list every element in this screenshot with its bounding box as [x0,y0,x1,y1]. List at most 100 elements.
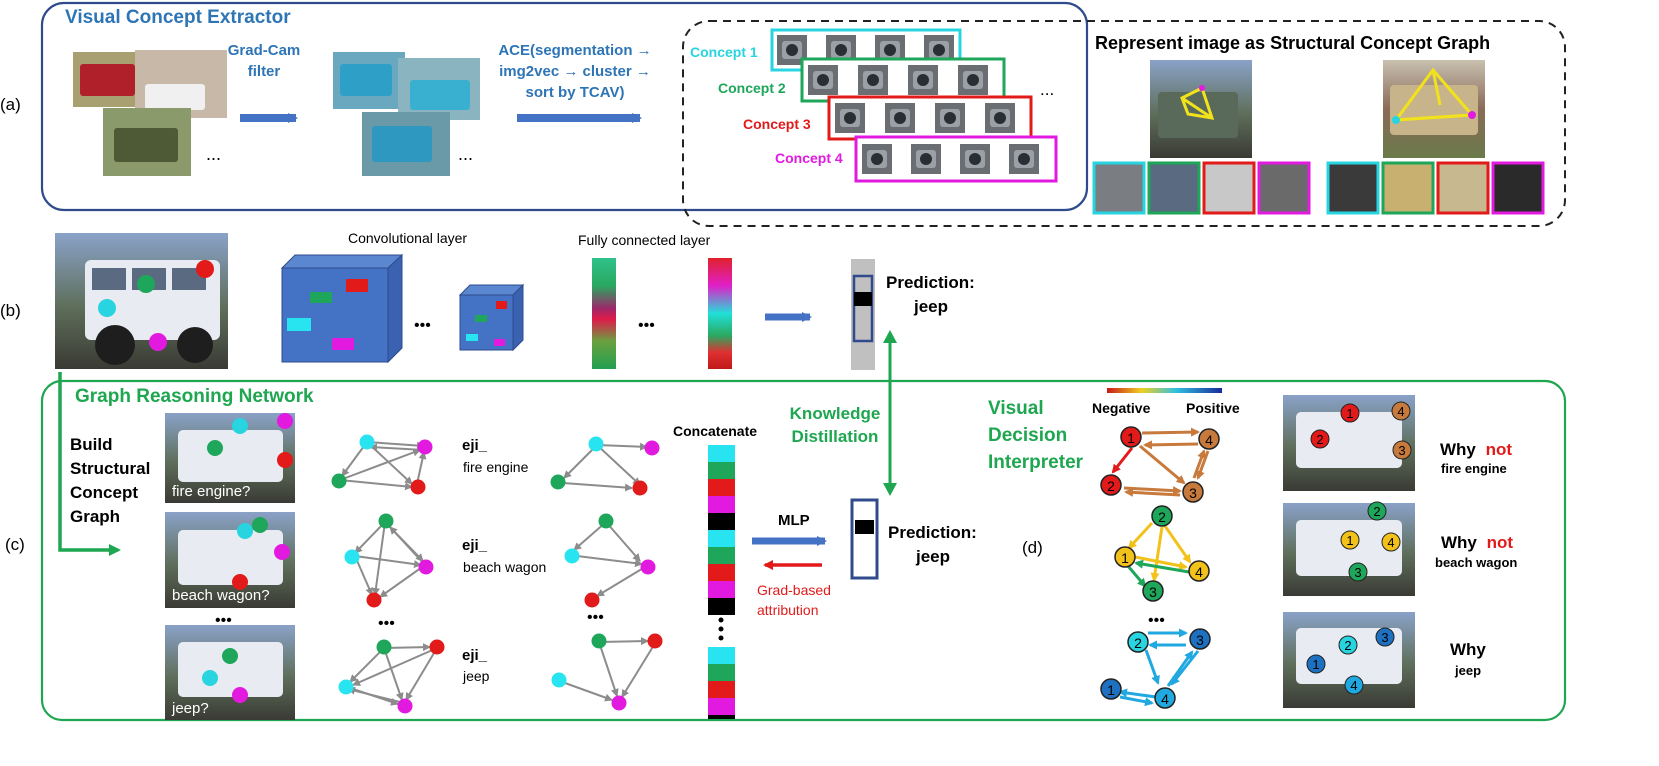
student-prediction-label-2: jeep [915,547,950,566]
graph-beach-wagon-right-nodes [564,513,656,608]
gradcam-label-2: filter [248,63,281,80]
attribution-color-scale [1107,388,1222,393]
vdi-bw-node-3: 3 [1149,584,1157,600]
build-label-1: Build [70,435,113,454]
concept-1-label: Concept 1 [690,44,758,60]
fc-layer-label: Fully connected layer [578,232,711,248]
caption-fire-engine: fire engine? [172,483,250,500]
expl-bw-node-1: 1 [1346,533,1353,548]
expl-bw-node-2: 2 [1373,504,1380,519]
row-label-b: (b) [0,301,21,320]
grad-attribution-label-2: attribution [757,602,818,618]
vdi-bw-node-1: 1 [1121,550,1129,566]
why-fire-engine-why: Why [1440,440,1476,459]
concept-row-4 [854,135,1058,183]
eji-beach-wagon-2: beach wagon [463,559,546,575]
concepts-ellipsis: ... [1040,80,1054,99]
kd-arrow-head-bottom [883,483,897,496]
why-beach-wagon-why: Why [1441,533,1477,552]
eji-fire-engine-1: eji_ [462,437,488,454]
graph-fire-engine-left-nodes [331,434,433,495]
concept-row-2 [800,57,1006,103]
ace-label-1: ACE(segmentation → [498,42,651,59]
source-ellipsis: ... [206,144,221,164]
build-label-4: Graph [70,507,120,526]
concatenate-label: Concatenate [673,423,757,439]
graph-jeep-left-nodes [338,639,445,714]
graph-concept-tiles-left [1092,161,1311,215]
visual-concept-extractor-box [40,1,1089,212]
student-prediction-label-1: Prediction: [888,523,977,542]
expl-fe-node-2: 2 [1316,432,1323,447]
expl-jp-node-2: 2 [1344,638,1351,653]
scale-positive-label: Positive [1186,400,1240,416]
scale-negative-label: Negative [1092,400,1151,416]
explanation-image-beach-wagon [1283,501,1415,596]
vdi-fe-node-2: 2 [1107,478,1115,494]
teacher-prediction-bar [851,259,875,370]
vdi-graph-fire-engine-nodes [1100,426,1220,503]
expl-jp-node-4: 4 [1350,678,1357,693]
why-jeep-target: jeep [1454,663,1481,678]
vdi-jp-node-4: 4 [1161,691,1169,707]
graph-image-left [1150,60,1252,158]
why-fire-engine-not: not [1486,440,1513,459]
row-label-c: (c) [5,535,25,554]
ace-label-2: img2vec → cluster → [499,63,651,80]
caption-beach-wagon: beach wagon? [172,587,270,604]
vdi-jp-node-1: 1 [1107,682,1115,698]
concept-4-label: Concept 4 [775,150,843,166]
conv-ellipsis: ••• [414,317,431,334]
teacher-prediction-label-2: jeep [913,297,948,316]
vdi-graph-beach-wagon-nodes [1114,505,1210,602]
ace-label-3: sort by TCAV) [526,84,625,101]
vdi-title-2: Decision [988,425,1067,446]
expl-fe-node-3: 3 [1398,443,1405,458]
vdi-bw-node-2: 2 [1158,509,1166,525]
candidate-image-jeep [165,625,295,720]
vdi-bw-node-4: 4 [1195,564,1203,580]
expl-jp-node-1: 1 [1312,657,1319,672]
graph-jeep-left [346,643,438,706]
concept-row-3 [827,95,1033,141]
row-label-a: (a) [0,95,21,114]
fc-ellipsis: ••• [638,317,655,334]
graph-beach-wagon-left-nodes [344,513,434,608]
row-label-d: (d) [1022,538,1043,557]
masked-image-stack [333,52,480,176]
expl-bw-node-4: 4 [1387,535,1394,550]
kd-arrow-head-top [883,330,897,343]
graph-fire-engine-right [562,442,648,492]
vdi-graph-fire-engine [1111,427,1210,497]
build-label-3: Concept [70,483,138,502]
graph-fire-engine-left [339,441,427,491]
vdi-fe-node-1: 1 [1127,430,1135,446]
masked-ellipsis: ... [458,144,473,164]
concept-3-label: Concept 3 [743,116,811,132]
caption-jeep: jeep? [171,700,209,717]
vdi-graph-beach-wagon [1126,521,1192,588]
why-fire-engine-target: fire engine [1441,461,1507,476]
graph-reasoning-network-title: Graph Reasoning Network [75,386,314,407]
vdi-fe-node-3: 3 [1189,485,1197,501]
graph-jeep-right [564,637,655,702]
expl-bw-node-3: 3 [1354,565,1361,580]
vdi-jp-node-2: 2 [1134,635,1142,651]
visual-concept-extractor-title: Visual Concept Extractor [65,7,291,28]
graph-beach-wagon-right [573,521,646,597]
graph-fire-engine-right-nodes [550,436,660,496]
eji-jeep-2: jeep [462,668,490,684]
input-jeep-image [55,233,228,369]
eji-beach-wagon-1: eji_ [462,537,488,554]
build-label-2: Structural [70,459,150,478]
vdi-title-3: Interpreter [988,452,1084,473]
conv-cube-small [458,283,525,352]
candidate-dots: ••• [215,612,232,629]
why-beach-wagon-not: not [1487,533,1514,552]
structural-graph-title: Represent image as Structural Concept Gr… [1095,33,1490,53]
graph-dots-right: ••• [587,609,604,626]
expl-fe-node-4: 4 [1397,404,1404,419]
expl-fe-node-1: 1 [1346,406,1353,421]
graph-beach-wagon-left [354,521,426,598]
